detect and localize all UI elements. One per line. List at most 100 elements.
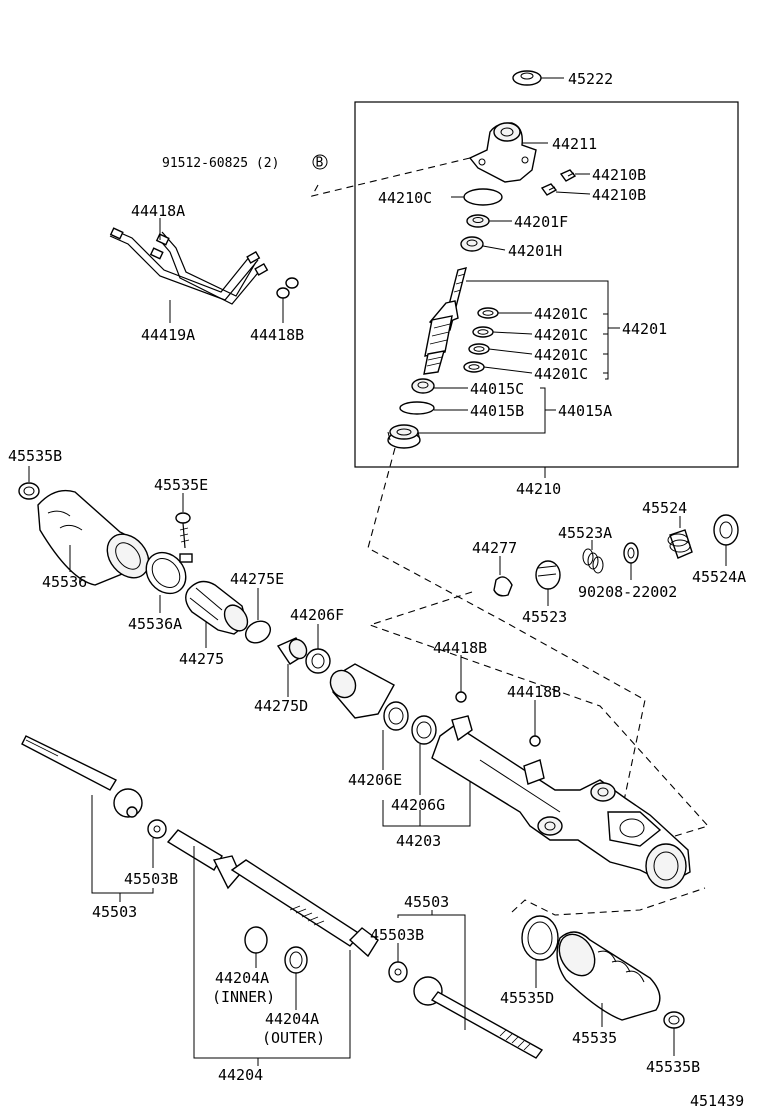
label-44204a-outer: 44204A bbox=[265, 1010, 319, 1028]
label-44418b-top: 44418B bbox=[250, 326, 304, 344]
label-90208: 90208-22002 bbox=[578, 583, 677, 601]
label-44201c-4: 44201C bbox=[534, 365, 588, 383]
bolt-code-badge-text: B bbox=[316, 156, 324, 171]
label-44201f: 44201F bbox=[514, 213, 568, 231]
part-45503-tie-rod-right bbox=[413, 976, 544, 1059]
label-inner-note: (INNER) bbox=[212, 988, 275, 1006]
label-44418a: 44418A bbox=[131, 202, 185, 220]
part-44210b-bolt-lower bbox=[540, 183, 558, 196]
label-44201: 44201 bbox=[622, 320, 667, 338]
label-45503b-right: 45503B bbox=[370, 926, 424, 944]
part-44206g-ring-inner bbox=[416, 721, 432, 739]
label-45503-left: 45503 bbox=[92, 903, 137, 921]
label-45503-right: 45503 bbox=[404, 893, 449, 911]
dash-valve-to-housing bbox=[367, 447, 646, 821]
part-44418b-fitting-1 bbox=[455, 691, 467, 703]
label-45535d: 45535D bbox=[500, 989, 554, 1007]
label-45536a: 45536A bbox=[128, 615, 182, 633]
leader-44201c-2 bbox=[492, 331, 533, 335]
label-45503b-left: 45503B bbox=[124, 870, 178, 888]
part-44206-sleeve bbox=[329, 663, 395, 719]
label-44206e: 44206E bbox=[348, 771, 402, 789]
part-44275-boot bbox=[185, 580, 249, 635]
label-45535b-top: 45535B bbox=[8, 447, 62, 465]
part-45503b-washer-right-inner bbox=[394, 968, 402, 976]
label-44201h: 44201H bbox=[508, 242, 562, 260]
bracket-44201 bbox=[466, 280, 609, 380]
part-44204a-inner bbox=[244, 926, 268, 954]
leader-44201c-3 bbox=[488, 348, 533, 355]
label-44419a: 44419A bbox=[141, 326, 195, 344]
part-44275d-bushing bbox=[276, 637, 308, 665]
label-44204a-inner: 44204A bbox=[215, 969, 269, 987]
label-44015b: 44015B bbox=[470, 402, 524, 420]
label-44204: 44204 bbox=[218, 1066, 263, 1084]
label-44201c-3: 44201C bbox=[534, 346, 588, 364]
part-45523-yoke bbox=[535, 560, 561, 590]
part-45503b-washer-left bbox=[147, 819, 167, 839]
part-44210c-oring bbox=[463, 188, 503, 206]
valve-assembly-box bbox=[354, 101, 739, 468]
part-44201c-ring-2 bbox=[472, 326, 494, 338]
part-44204a-outer-inner bbox=[289, 951, 303, 969]
part-44201-valve-shaft bbox=[423, 267, 467, 375]
part-44204-rack bbox=[166, 829, 379, 958]
label-45536: 45536 bbox=[42, 573, 87, 591]
part-44206e-seal bbox=[383, 701, 409, 731]
label-45535: 45535 bbox=[572, 1029, 617, 1047]
label-45535e: 45535E bbox=[154, 476, 208, 494]
dash-yoke-to-housing bbox=[368, 591, 709, 837]
label-44210b-upper: 44210B bbox=[592, 166, 646, 184]
label-44275e: 44275E bbox=[230, 570, 284, 588]
part-44210b-bolt-upper bbox=[559, 169, 577, 182]
dash-boot-to-housing bbox=[511, 887, 706, 916]
label-44418b-mid1: 44418B bbox=[433, 639, 487, 657]
bolt-code-badge bbox=[312, 154, 328, 170]
part-44206f-seal bbox=[305, 648, 331, 674]
label-44201c-1: 44201C bbox=[534, 305, 588, 323]
label-44015a: 44015A bbox=[558, 402, 612, 420]
part-45535b-clip-bottom bbox=[663, 1011, 685, 1029]
label-44201c-2: 44201C bbox=[534, 326, 588, 344]
part-44275e-ring bbox=[244, 620, 272, 644]
part-44206f-seal-inner bbox=[311, 653, 325, 669]
leader-44201h bbox=[482, 245, 506, 251]
part-44015a-seal-cap bbox=[387, 424, 421, 449]
part-45503-tie-rod-left bbox=[21, 735, 143, 818]
part-44201c-ring-1-inner bbox=[482, 310, 494, 316]
part-45523a-spring bbox=[582, 548, 604, 574]
bracket-45503-left bbox=[91, 795, 154, 894]
label-45523a: 45523A bbox=[558, 524, 612, 542]
label-45524a: 45524A bbox=[692, 568, 746, 586]
part-44211-valve-housing bbox=[468, 122, 537, 183]
part-45535e-screw bbox=[175, 512, 191, 549]
label-44206g: 44206G bbox=[391, 796, 445, 814]
label-91512: 91512-60825 (2) bbox=[162, 156, 279, 171]
part-45524a-lock-nut bbox=[713, 514, 739, 546]
part-45535d-clamp bbox=[521, 915, 559, 961]
part-44201c-ring-1 bbox=[477, 307, 499, 319]
bracket-44204 bbox=[193, 846, 351, 1059]
part-44201c-ring-4-inner bbox=[468, 364, 480, 370]
part-45535b-clip-top bbox=[18, 482, 40, 500]
part-45524-adjusting-screw bbox=[667, 529, 693, 559]
part-44418b-union-bolts bbox=[276, 277, 299, 299]
label-44203: 44203 bbox=[396, 832, 441, 850]
label-45524: 45524 bbox=[642, 499, 687, 517]
part-45535-boot bbox=[556, 931, 661, 1021]
label-44210b-lower: 44210B bbox=[592, 186, 646, 204]
bracket-44203 bbox=[382, 756, 471, 827]
part-44419a-pressure-tubes bbox=[109, 227, 269, 305]
label-44210c: 44210C bbox=[378, 189, 432, 207]
label-44275d: 44275D bbox=[254, 697, 308, 715]
leader-44201c-4 bbox=[483, 366, 533, 374]
label-44275: 44275 bbox=[179, 650, 224, 668]
leader-44210b-lower bbox=[555, 191, 591, 195]
label-44211: 44211 bbox=[552, 135, 597, 153]
part-44015b-oring bbox=[399, 401, 435, 415]
part-44206e-seal-inner bbox=[388, 707, 404, 725]
label-45523: 45523 bbox=[522, 608, 567, 626]
diagram-number: 451439 bbox=[690, 1092, 744, 1110]
label-44206f: 44206F bbox=[290, 606, 344, 624]
part-90208-washer-inner bbox=[627, 547, 635, 559]
